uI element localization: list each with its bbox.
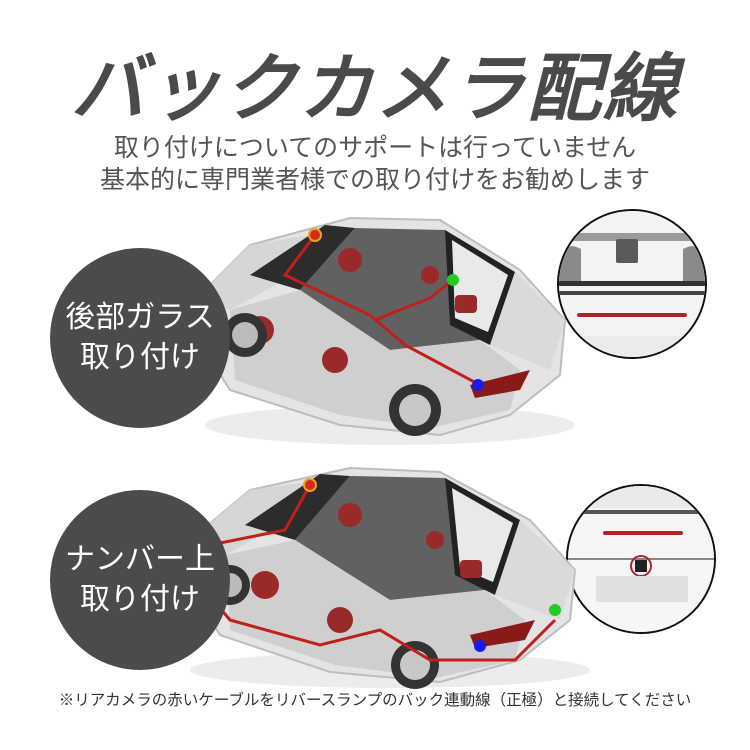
tail-lamp-marker — [474, 640, 486, 652]
car-cutaway-illustration-rear-glass — [198, 216, 575, 445]
subtitle-line-2: 基本的に専門業者様での取り付けをお勧めします — [99, 165, 650, 194]
badge-line-1: ナンバー上 — [65, 542, 215, 577]
camera-marker — [303, 478, 317, 492]
badge-line-1: 後部ガラス — [65, 300, 215, 335]
wiring-instruction-note: ※リアカメラの赤いケーブルをリバースランプのバック連動線（正極）と接続してくださ… — [58, 691, 692, 709]
camera-marker — [308, 228, 322, 242]
subtitle-line-1: 取り付けについてのサポートは行っていません — [113, 133, 637, 162]
badge-line-2: 取り付け — [80, 582, 200, 617]
rear-glass-mount-badge: 後部ガラス 取り付け — [50, 248, 230, 428]
rear-glass-marker — [447, 274, 459, 286]
car-cutaway-illustration-license-plate — [188, 466, 590, 689]
tail-lamp-marker — [472, 379, 484, 391]
license-plate-camera-closeup — [566, 484, 716, 634]
page-title: バックカメラ配線 — [71, 46, 679, 132]
license-plate-mount-badge: ナンバー上 取り付け — [50, 490, 230, 670]
license-plate-marker — [549, 604, 561, 616]
badge-line-2: 取り付け — [80, 340, 200, 375]
